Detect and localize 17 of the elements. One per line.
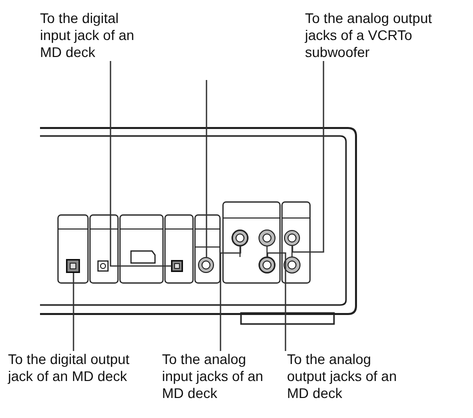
leader-line [206,80,208,257]
leader-line [292,61,324,253]
callout-text: To the analog output jacks of a VCRTo subwoofer [305,10,433,61]
callout-text: To the digital output jack of an MD deck [8,351,130,385]
optical-jack [171,260,183,272]
leader-line [110,61,172,267]
optical-jack [66,259,80,273]
rca-jack [232,230,248,246]
leader-line [220,246,242,351]
rca-jack [259,257,275,273]
callout-text: To the analog input jacks of an MD deck [162,351,272,402]
callout-text: To the digital input jack of an MD deck [40,10,145,61]
callout-text: To the analog output jacks of an MD deck [287,351,397,402]
leader-line [72,273,74,351]
rca-jack [284,230,300,246]
rca-jack [198,257,214,273]
leader-line [266,252,286,351]
